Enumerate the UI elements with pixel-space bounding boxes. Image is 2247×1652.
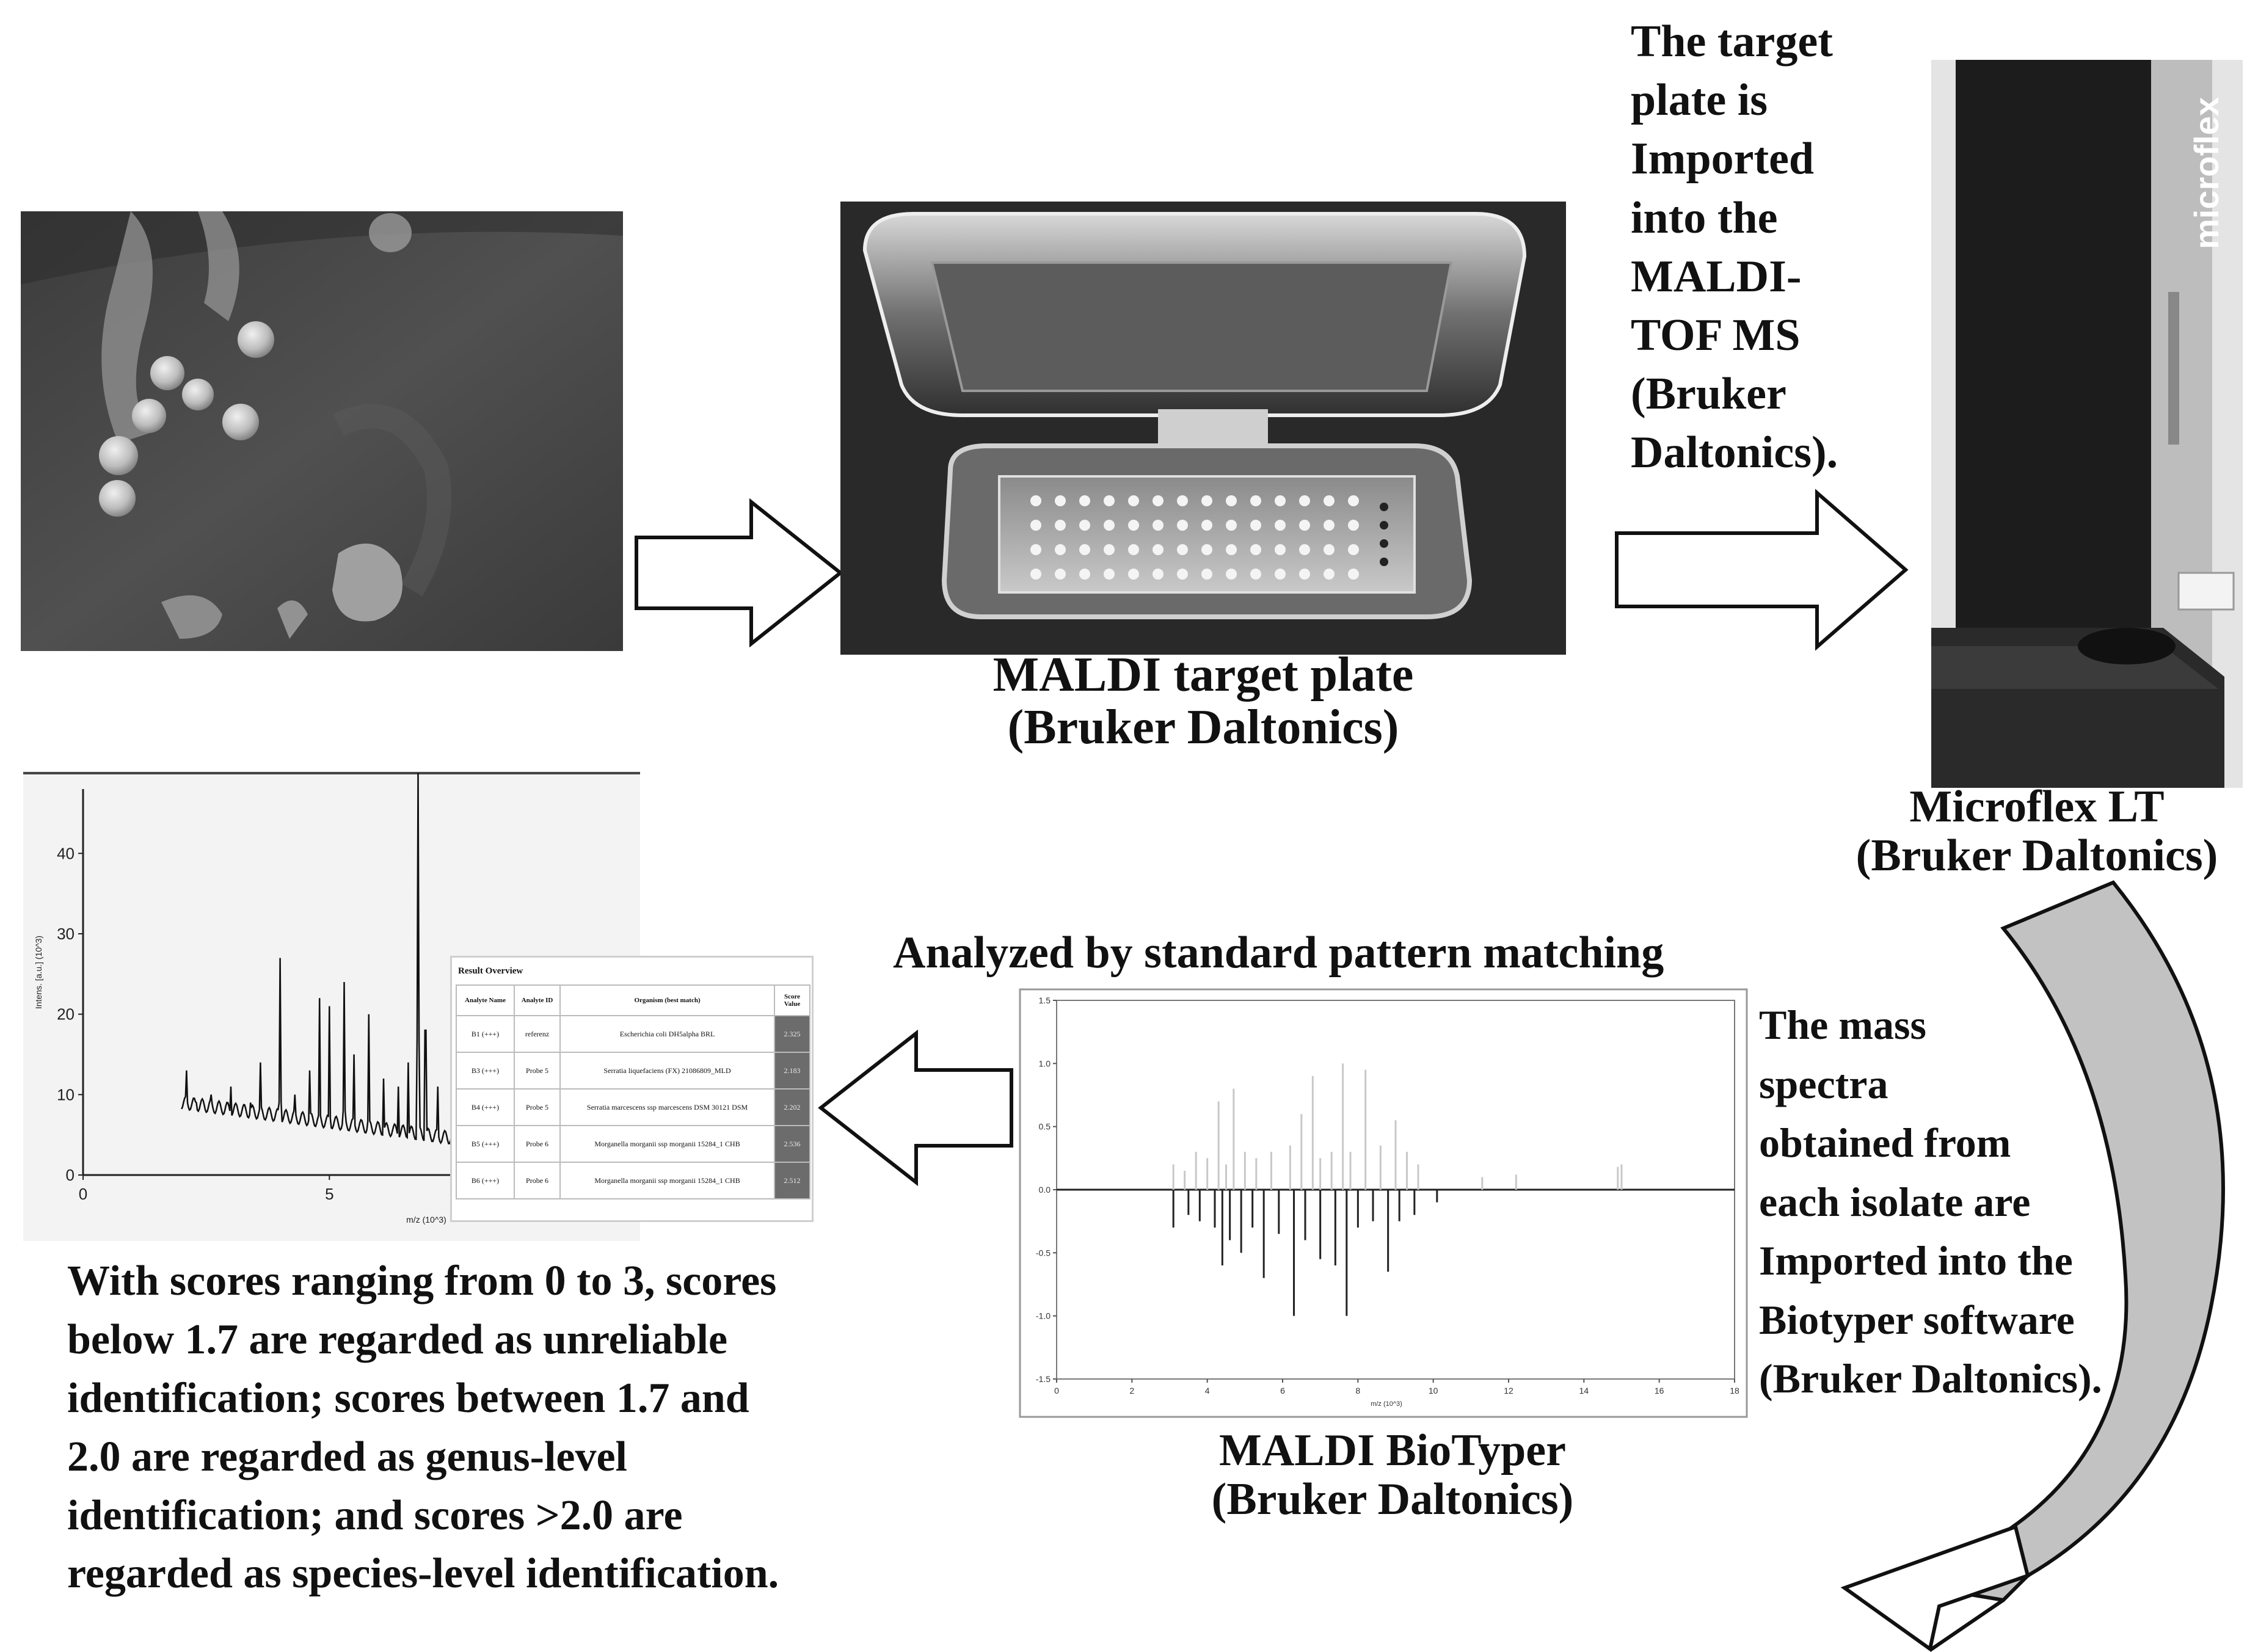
- spectrum-ylabel: Intens. [a.u.] (10^3): [34, 936, 43, 1009]
- spectrum-ytick-label: 30: [57, 925, 75, 943]
- analyte-id: Probe 5: [513, 1088, 561, 1126]
- biotyper-xtick-label: 4: [1205, 1386, 1210, 1395]
- curved-arrow: [1840, 880, 2225, 1652]
- table-row: B6 (+++) Probe 6 Morganella morganii ssp…: [456, 1162, 810, 1199]
- import-note: The target plate is Imported into the MA…: [1631, 16, 1838, 478]
- analyte-name: B1 (+++): [456, 1015, 515, 1053]
- biotyper-xtick-label: 16: [1655, 1386, 1664, 1395]
- biotyper-xlabel: m/z (10^3): [1371, 1400, 1402, 1408]
- biotyper-xtick-label: 18: [1730, 1386, 1739, 1395]
- score-value: 2.512: [774, 1162, 810, 1199]
- analyte-name: B3 (+++): [456, 1052, 515, 1090]
- instrument-caption: Microflex LT (Bruker Daltonics): [1856, 782, 2218, 881]
- spectrum-ytick-label: 10: [57, 1085, 75, 1104]
- biotyper-xtick-label: 10: [1429, 1386, 1438, 1395]
- organism: Serratia liquefaciens (FX) 21086809_MLD: [559, 1052, 775, 1090]
- biotyper-ytick-label: 0.0: [1039, 1185, 1051, 1195]
- target-spots: [1030, 495, 1359, 580]
- colony-image: [21, 211, 623, 651]
- analyte-name: B5 (+++): [456, 1125, 515, 1163]
- score-value: 2.325: [774, 1015, 810, 1053]
- target-plate-caption: MALDI target plate (Bruker Daltonics): [992, 648, 1414, 755]
- arrow-right-2: [1615, 489, 1909, 651]
- table-row: B3 (+++) Probe 5 Serratia liquefaciens (…: [456, 1052, 810, 1090]
- analyte-name: B6 (+++): [456, 1162, 515, 1199]
- score-value: 2.183: [774, 1052, 810, 1090]
- arrow-left: [818, 1029, 1013, 1187]
- biotyper-xtick-label: 0: [1054, 1386, 1059, 1395]
- table-row: B4 (+++) Probe 5 Serratia marcescens ssp…: [456, 1088, 810, 1126]
- header-analyte-name: Analyte Name: [456, 984, 515, 1016]
- spectrum-ytick-label: 40: [57, 844, 75, 862]
- biotyper-ytick-label: -0.5: [1036, 1248, 1051, 1257]
- organism: Serratia marcescens ssp marcescens DSM 3…: [559, 1088, 775, 1126]
- organism: Morganella morganii ssp morganii 15284_1…: [559, 1162, 775, 1199]
- mass-spectra-note: The mass spectra obtained from each isol…: [1759, 1002, 2102, 1402]
- spectrum-ytick-label: 0: [66, 1166, 75, 1184]
- biotyper-ytick-label: 0.5: [1039, 1122, 1051, 1132]
- organism: Morganella morganii ssp morganii 15284_1…: [559, 1125, 775, 1163]
- biotyper-xtick-label: 8: [1355, 1386, 1360, 1395]
- biotyper-ytick-label: 1.0: [1039, 1058, 1051, 1068]
- analyte-id: Probe 6: [513, 1125, 561, 1163]
- biotyper-ytick-label: -1.5: [1036, 1374, 1051, 1384]
- scores-explanation: With scores ranging from 0 to 3, scores …: [67, 1257, 779, 1598]
- biotyper-ytick-label: 1.5: [1039, 995, 1051, 1005]
- spectrum-xtick-label: 0: [79, 1185, 87, 1203]
- analyte-id: Probe 5: [513, 1052, 561, 1090]
- result-overview-table: Result Overview Analyte Name Analyte ID …: [450, 956, 814, 1222]
- pattern-matching-caption: Analyzed by standard pattern matching: [893, 928, 1664, 978]
- biotyper-ytick-label: -1.0: [1036, 1311, 1051, 1321]
- target-plate-image: [840, 202, 1566, 655]
- header-organism: Organism (best match): [559, 984, 775, 1016]
- header-analyte-id: Analyte ID: [513, 984, 561, 1016]
- arrow-right-1: [635, 498, 843, 648]
- score-value: 2.536: [774, 1125, 810, 1163]
- analyte-id: Probe 6: [513, 1162, 561, 1199]
- analyte-id: referenz: [513, 1015, 561, 1053]
- header-score: Score Value: [774, 984, 810, 1016]
- organism: Escherichia coli DH5alpha BRL: [559, 1015, 775, 1053]
- target-plate-photo: [840, 202, 1566, 655]
- biotyper-xtick-label: 6: [1280, 1386, 1285, 1395]
- instrument-brand-label: microflex: [2187, 97, 2226, 249]
- biotyper-caption: MALDI BioTyper (Bruker Daltonics): [1211, 1425, 1574, 1524]
- biotyper-xtick-label: 12: [1504, 1386, 1513, 1395]
- biotyper-plot: 1.5 1.0 0.5 0.0 -0.5 -1.0 -1.5 0 2 4 6 8 10 12 14 16 18…: [1019, 988, 1748, 1418]
- biotyper-xtick-label: 2: [1129, 1386, 1134, 1395]
- table-row: B5 (+++) Probe 6 Morganella morganii ssp…: [456, 1125, 810, 1163]
- spectrum-ytick-label: 20: [57, 1005, 75, 1024]
- colony-photo: [21, 211, 623, 651]
- analyte-name: B4 (+++): [456, 1088, 515, 1126]
- table-row: B1 (+++) referenz Escherichia coli DH5al…: [456, 1015, 810, 1053]
- spectrum-xlabel: m/z (10^3): [406, 1215, 446, 1224]
- result-table: Analyte Name Analyte ID Organism (best m…: [456, 984, 810, 1199]
- instrument-photo: microflex: [1931, 60, 2243, 788]
- biotyper-xtick-label: 14: [1579, 1386, 1589, 1395]
- spectrum-xtick-label: 5: [325, 1185, 333, 1203]
- instrument-image: microflex: [1931, 60, 2243, 788]
- score-value: 2.202: [774, 1088, 810, 1126]
- result-overview-title: Result Overview: [458, 966, 523, 976]
